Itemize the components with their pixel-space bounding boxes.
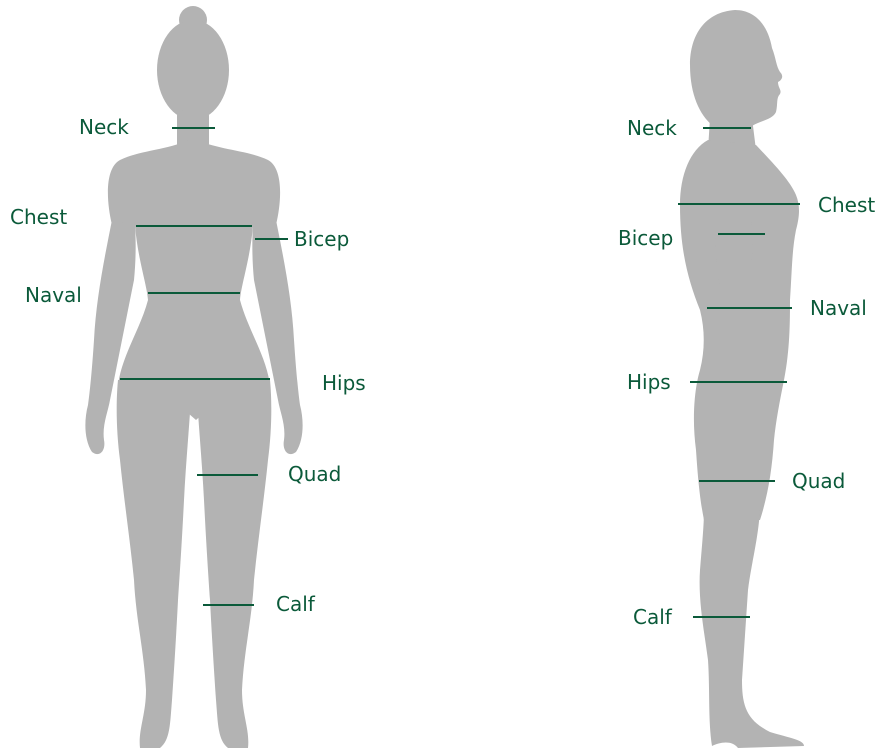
front-quad-label: Quad — [288, 462, 341, 486]
front-figure: Neck Chest Bicep Naval Hips Quad Calf — [10, 6, 366, 748]
side-chest-label: Chest — [818, 193, 875, 217]
side-silhouette — [680, 10, 804, 748]
front-calf-label: Calf — [276, 592, 316, 616]
side-quad-label: Quad — [792, 469, 845, 493]
side-figure: Neck Chest Bicep Naval Hips Quad Calf — [618, 10, 875, 748]
side-neck-label: Neck — [627, 116, 677, 140]
side-hips-label: Hips — [627, 370, 671, 394]
front-chest-label: Chest — [10, 205, 67, 229]
side-calf-label: Calf — [633, 605, 673, 629]
front-hips-label: Hips — [322, 371, 366, 395]
side-naval-label: Naval — [810, 296, 867, 320]
front-bicep-label: Bicep — [294, 227, 349, 251]
front-naval-label: Naval — [25, 283, 82, 307]
side-bicep-label: Bicep — [618, 226, 673, 250]
front-neck-label: Neck — [79, 115, 129, 139]
